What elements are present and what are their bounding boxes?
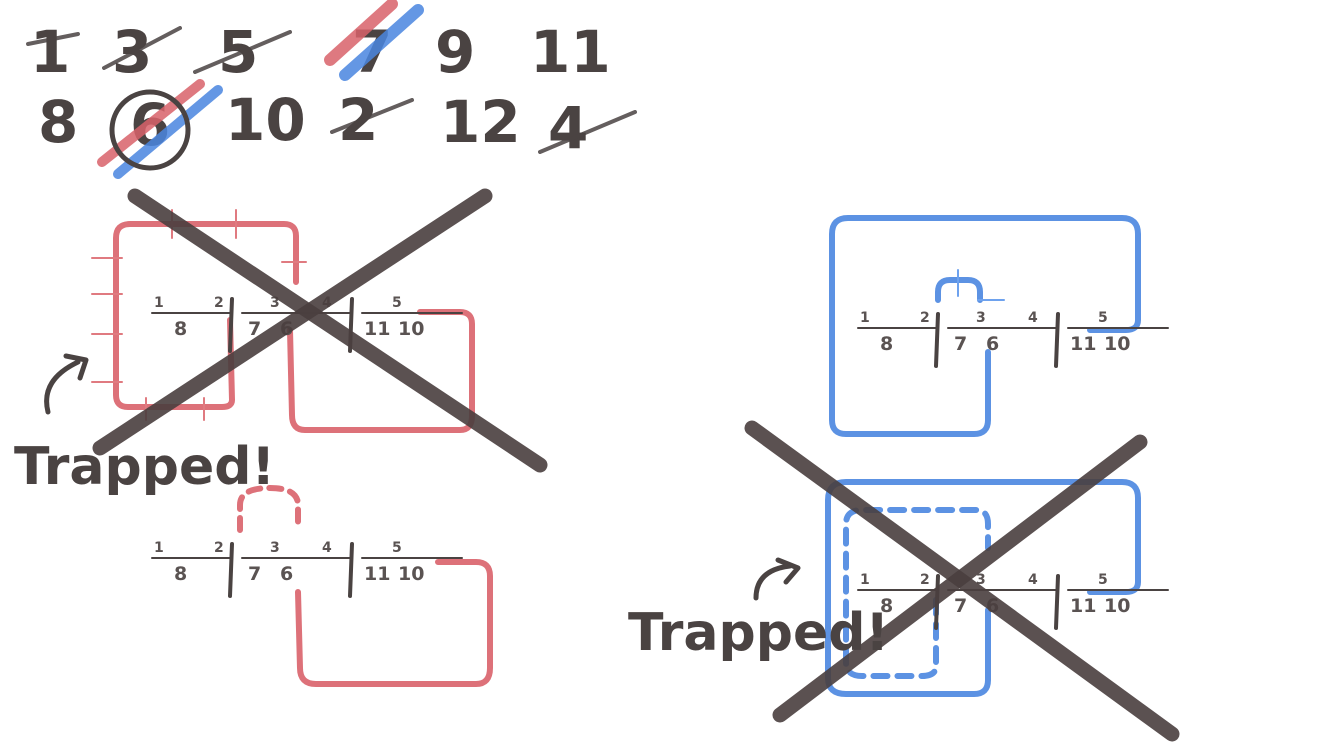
trapped-label-left: Trapped! bbox=[14, 437, 275, 497]
strip-top-label-4: 4 bbox=[1028, 572, 1038, 588]
strip-top-label-3: 3 bbox=[976, 572, 986, 588]
strike-3 bbox=[102, 26, 182, 70]
strip-bottom-label-7: 7 bbox=[954, 595, 967, 617]
strip-top-label-2: 2 bbox=[214, 295, 224, 311]
strip-bottom-label-11: 11 bbox=[364, 563, 390, 585]
seq-num-10: 10 bbox=[225, 86, 306, 154]
strip-bottom-label-10: 10 bbox=[398, 563, 424, 585]
strip-top-label-1: 1 bbox=[154, 540, 164, 556]
circle-6 bbox=[109, 89, 191, 171]
strip-top-label-2: 2 bbox=[920, 572, 930, 588]
strip-top-label-5: 5 bbox=[1098, 572, 1108, 588]
seq-num-1: 1 bbox=[30, 18, 70, 86]
cross-left-top-b bbox=[92, 188, 493, 456]
strip-bottom-label-8: 8 bbox=[880, 595, 893, 617]
strip-top-label-5: 5 bbox=[392, 540, 402, 556]
red-path-bottom-loop bbox=[295, 559, 493, 687]
strip-top-label-4: 4 bbox=[322, 540, 332, 556]
blue-dashed-loop bbox=[843, 507, 991, 679]
strip-bottom-label-8: 8 bbox=[880, 333, 893, 355]
strip-bottom-label-7: 7 bbox=[248, 318, 261, 340]
strip-bottom-label-7: 7 bbox=[954, 333, 967, 355]
red-dashed-arc bbox=[237, 485, 301, 533]
strip-bottom-label-10: 10 bbox=[1104, 333, 1130, 355]
strip-top-label-3: 3 bbox=[270, 295, 280, 311]
trapped-label-right: Trapped! bbox=[628, 603, 889, 663]
sequence-row-1: 1 3 5 7 9 11 bbox=[30, 18, 611, 86]
strip-top-label-3: 3 bbox=[976, 310, 986, 326]
strip-bottom-label-11: 11 bbox=[1070, 595, 1096, 617]
arrow-right-icon bbox=[753, 557, 801, 601]
strip-top-label-5: 5 bbox=[1098, 310, 1108, 326]
strip-bottom-label-11: 11 bbox=[364, 318, 390, 340]
strip-top-label-5: 5 bbox=[392, 295, 402, 311]
strike-2 bbox=[330, 98, 414, 134]
strip-bottom-label-7: 7 bbox=[248, 563, 261, 585]
seq-num-12: 12 bbox=[440, 88, 521, 156]
seq-num-11: 11 bbox=[530, 18, 611, 86]
strip-bottom-label-10: 10 bbox=[1104, 595, 1130, 617]
arrow-left-icon bbox=[44, 353, 89, 415]
cross-right-bottom-b bbox=[772, 434, 1148, 723]
strip-bottom-label-6: 6 bbox=[986, 333, 999, 355]
sequence-strikethroughs bbox=[26, 26, 637, 154]
strike-7-red bbox=[324, 0, 398, 66]
strip-top-label-1: 1 bbox=[154, 295, 164, 311]
strip-top-label-4: 4 bbox=[1028, 310, 1038, 326]
seq-num-8: 8 bbox=[38, 88, 78, 156]
strike-1 bbox=[26, 32, 80, 46]
seq-num-4: 4 bbox=[548, 94, 588, 162]
strike-7-blue bbox=[339, 4, 424, 81]
strip-top-label-3: 3 bbox=[270, 540, 280, 556]
red-path-left-loop bbox=[113, 221, 299, 410]
strip-top-label-2: 2 bbox=[920, 310, 930, 326]
strike-5 bbox=[193, 30, 292, 74]
strike-6-blue bbox=[113, 85, 223, 179]
strip-top-label-2: 2 bbox=[214, 540, 224, 556]
strip-bottom-label-6: 6 bbox=[280, 563, 293, 585]
cross-left-top-a bbox=[127, 188, 548, 473]
strip-bottom-label-8: 8 bbox=[174, 318, 187, 340]
strip-top-label-1: 1 bbox=[860, 310, 870, 326]
strip-bottom-label-11: 11 bbox=[1070, 333, 1096, 355]
blue-outer-loop bbox=[829, 215, 1141, 437]
strike-4 bbox=[538, 110, 637, 154]
strip-bottom-label-8: 8 bbox=[174, 563, 187, 585]
strip-top-label-1: 1 bbox=[860, 572, 870, 588]
seq-num-9: 9 bbox=[435, 18, 475, 86]
strip-bottom-label-10: 10 bbox=[398, 318, 424, 340]
